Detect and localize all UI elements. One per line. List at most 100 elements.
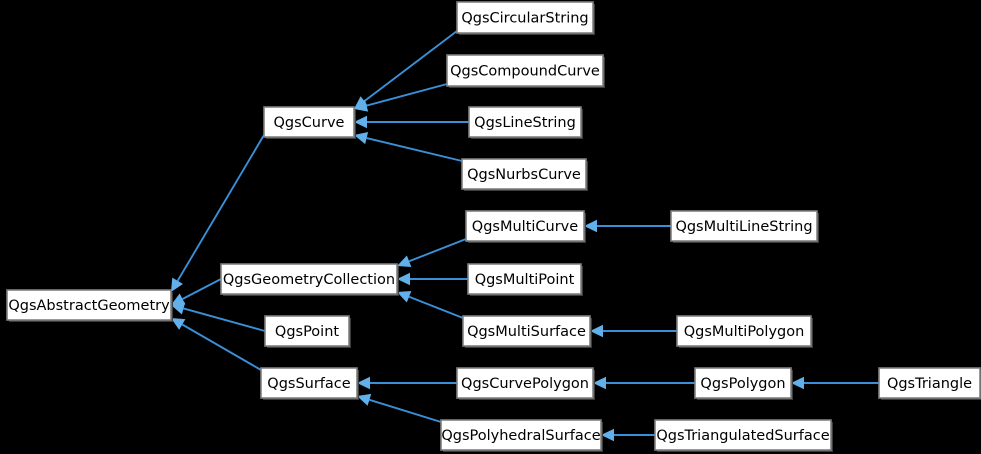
node-box[interactable] [676, 315, 812, 347]
node-box[interactable] [462, 315, 591, 347]
class-node-qgs-curve-polygon[interactable]: QgsCurvePolygon [456, 367, 595, 400]
arrowhead-icon [791, 376, 804, 390]
node-box[interactable] [465, 210, 585, 242]
node-box[interactable] [446, 54, 604, 87]
class-node-qgs-surface[interactable]: QgsSurface [260, 367, 359, 400]
class-node-qgs-multi-curve[interactable]: QgsMultiCurve [465, 210, 586, 243]
class-node-qgs-polyhedral-surface[interactable]: QgsPolyhedralSurface [440, 419, 603, 452]
edge-line [408, 238, 467, 263]
class-node-qgs-triangulated-surface[interactable]: QgsTriangulatedSurface [654, 419, 833, 452]
arrowhead-icon [601, 428, 614, 442]
edge-multipolygon-to-multisurface [590, 324, 677, 338]
node-label: QgsPolygon [700, 376, 785, 392]
edge-line [366, 83, 448, 107]
node-box[interactable] [461, 158, 587, 190]
arrowhead-icon [171, 318, 186, 330]
class-node-qgs-nurbs-curve[interactable]: QgsNurbsCurve [461, 158, 588, 191]
node-box[interactable] [456, 1, 594, 34]
node-label: QgsCompoundCurve [450, 64, 600, 80]
node-box[interactable] [220, 263, 398, 295]
edge-circularstring-to-curve [354, 30, 458, 109]
class-node-qgs-multi-point[interactable]: QgsMultiPoint [467, 263, 583, 296]
class-node-qgs-multi-polygon[interactable]: QgsMultiPolygon [676, 315, 813, 348]
edge-linestring-to-curve [354, 115, 469, 129]
edge-triangle-to-polygon [791, 376, 879, 390]
edge-point-to-abstractgeometry [171, 302, 266, 332]
node-box[interactable] [878, 367, 981, 399]
edge-curve-to-abstractgeometry [171, 134, 265, 292]
node-label: QgsLineString [474, 115, 576, 131]
class-node-qgs-multi-surface[interactable]: QgsMultiSurface [462, 315, 592, 348]
edge-line [182, 278, 222, 300]
node-label: QgsGeometryCollection [223, 272, 395, 288]
node-label: QgsMultiPolygon [684, 324, 805, 340]
nodes-layer: QgsAbstractGeometry QgsCurve QgsCircularSt… [6, 1, 981, 452]
edge-multisurface-to-geometrycollection [397, 291, 464, 319]
node-box[interactable] [260, 367, 358, 399]
class-node-qgs-compound-curve[interactable]: QgsCompoundCurve [446, 54, 605, 88]
node-label: QgsMultiCurve [472, 219, 578, 235]
edge-line [183, 307, 266, 332]
arrowhead-icon [397, 272, 410, 286]
node-label: QgsAbstractGeometry [8, 298, 170, 314]
edge-line [366, 137, 463, 162]
class-node-qgs-triangle[interactable]: QgsTriangle [878, 367, 981, 400]
edge-multipoint-to-geometrycollection [397, 272, 468, 286]
arrowhead-icon [354, 115, 367, 129]
class-node-qgs-abstract-geometry[interactable]: QgsAbstractGeometry [6, 289, 173, 322]
node-box[interactable] [264, 315, 350, 347]
edge-line [181, 323, 262, 371]
node-box[interactable] [6, 289, 172, 321]
edge-line [176, 134, 265, 282]
edges-layer [171, 30, 879, 442]
edge-triangulatedsurface-to-polyhedralsurface [601, 428, 655, 442]
edge-nurbscurve-to-curve [354, 132, 463, 162]
arrowhead-icon [171, 293, 186, 305]
arrowhead-icon [354, 132, 369, 145]
node-box[interactable] [694, 367, 792, 399]
node-label: QgsCurve [274, 115, 345, 131]
edge-line [363, 30, 458, 102]
arrowhead-icon [593, 376, 606, 390]
node-label: QgsNurbsCurve [467, 167, 581, 183]
arrowhead-icon [357, 393, 372, 406]
node-box[interactable] [263, 106, 355, 138]
class-node-qgs-line-string[interactable]: QgsLineString [468, 106, 583, 139]
edge-polyhedralsurface-to-surface [357, 393, 442, 423]
edge-geometrycollection-to-abstractgeometry [171, 278, 222, 305]
class-node-qgs-multi-line-string[interactable]: QgsMultiLineString [670, 210, 819, 243]
class-node-qgs-geometry-collection[interactable]: QgsGeometryCollection [220, 263, 399, 296]
class-node-qgs-point[interactable]: QgsPoint [264, 315, 351, 348]
node-box[interactable] [654, 419, 832, 451]
edge-multilinestring-to-multicurve [584, 219, 671, 233]
edge-curvepolygon-to-surface [357, 376, 457, 390]
node-box[interactable] [670, 210, 818, 242]
arrowhead-icon [590, 324, 603, 338]
node-label: QgsSurface [267, 376, 350, 392]
node-label: QgsTriangle [887, 376, 972, 392]
class-node-qgs-circular-string[interactable]: QgsCircularString [456, 1, 595, 35]
class-node-qgs-curve[interactable]: QgsCurve [263, 106, 356, 139]
arrowhead-icon [354, 99, 369, 112]
edge-polygon-to-curvepolygon [593, 376, 695, 390]
node-box[interactable] [440, 419, 602, 451]
node-label: QgsCurvePolygon [461, 376, 589, 392]
node-box[interactable] [456, 367, 594, 399]
arrowhead-icon [584, 219, 597, 233]
edge-surface-to-abstractgeometry [171, 318, 262, 371]
class-node-qgs-polygon[interactable]: QgsPolygon [694, 367, 793, 400]
node-label: QgsMultiLineString [675, 219, 812, 235]
edge-compoundcurve-to-curve [354, 83, 448, 112]
node-label: QgsMultiPoint [475, 272, 575, 288]
arrowhead-icon [397, 291, 412, 303]
arrowhead-icon [171, 302, 186, 315]
edge-line [408, 295, 464, 319]
node-label: QgsPolyhedralSurface [441, 428, 600, 444]
node-box[interactable] [467, 263, 582, 295]
node-label: QgsTriangulatedSurface [656, 428, 829, 444]
edge-line [369, 398, 442, 423]
arrowhead-icon [171, 277, 183, 292]
node-box[interactable] [468, 106, 582, 138]
